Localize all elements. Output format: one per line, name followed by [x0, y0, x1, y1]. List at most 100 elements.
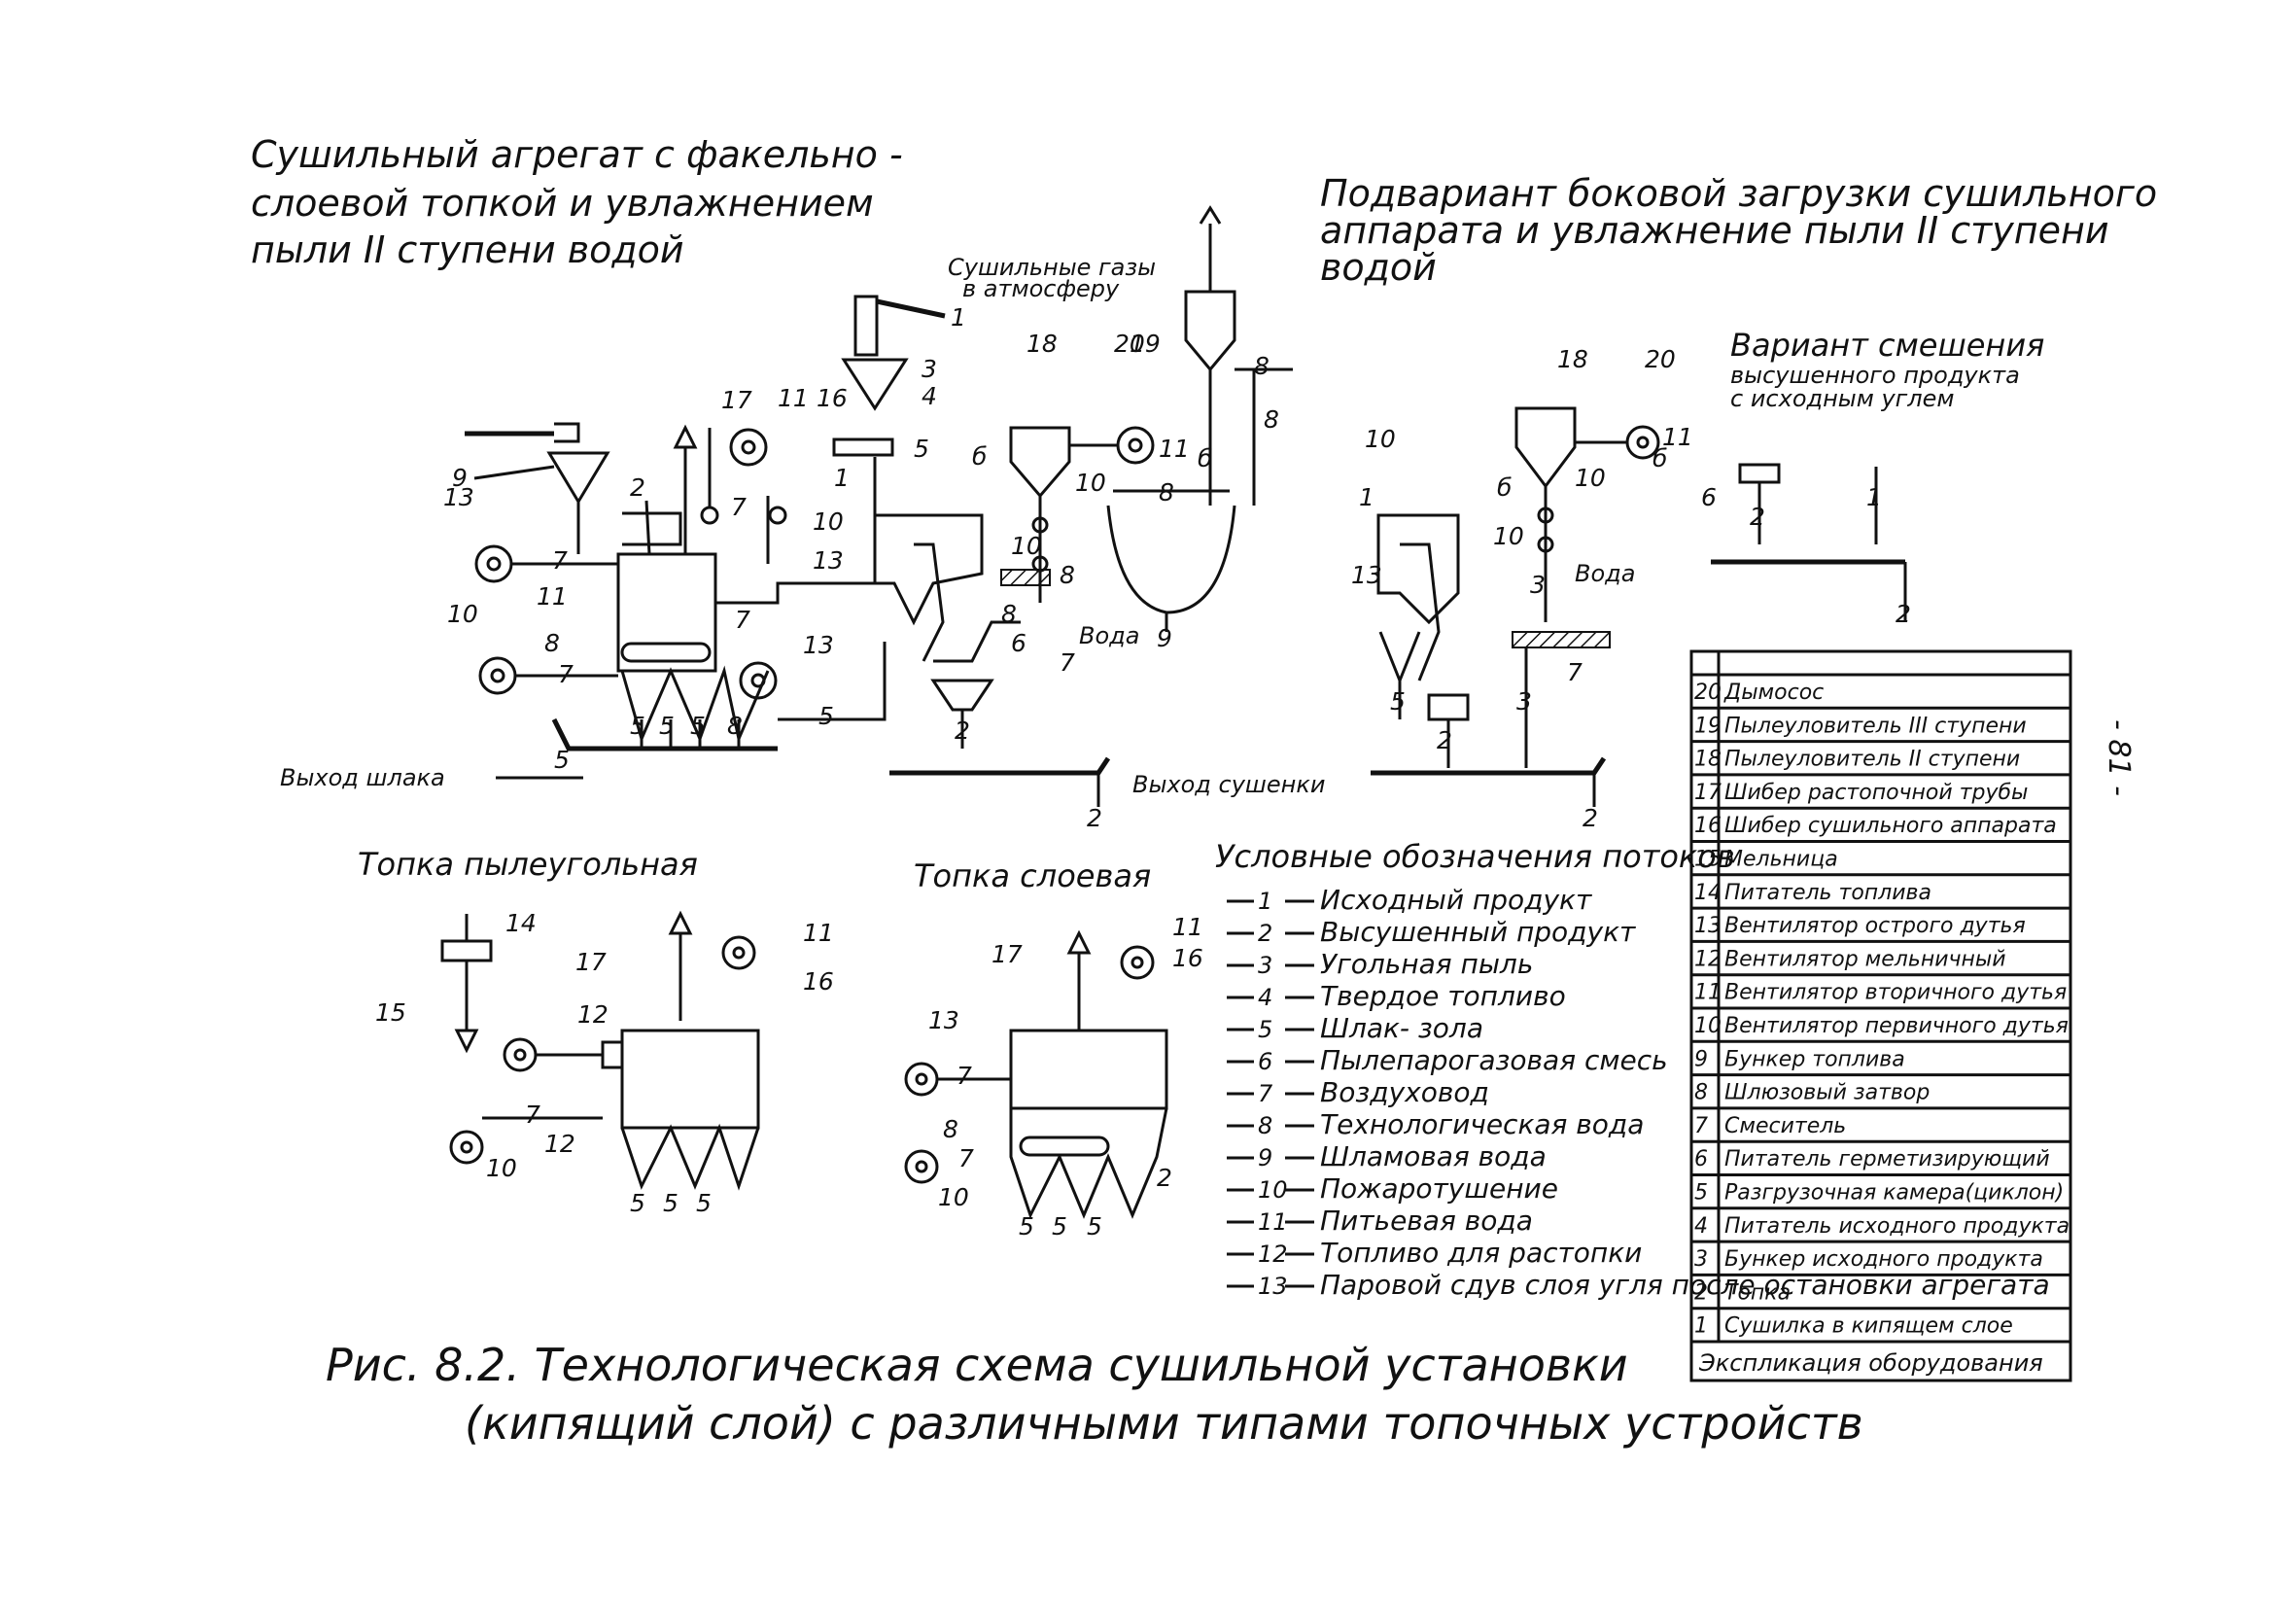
- svg-text:11: 11: [778, 384, 809, 412]
- svg-text:Подвариант боковой загрузки су: Подвариант боковой загрузки сушильного: [1320, 172, 2157, 215]
- equipment-name: Вентилятор вторичного дутья: [1724, 981, 2067, 1005]
- legend-code: 8: [1258, 1112, 1272, 1139]
- svg-text:(кипящий слой) с различными ти: (кипящий слой) с различными типами топоч…: [465, 1397, 1863, 1450]
- svg-text:11: 11: [1662, 423, 1693, 451]
- svg-text:13: 13: [813, 546, 844, 575]
- svg-text:высушенного продукта: высушенного продукта: [1730, 362, 2020, 389]
- legend-label: Пылепарогазовая смесь: [1320, 1044, 1668, 1076]
- svg-text:8: 8: [544, 629, 560, 657]
- svg-text:17: 17: [721, 386, 752, 414]
- fuel-bunker-9: [546, 451, 610, 505]
- svg-text:5: 5: [663, 1189, 678, 1217]
- svg-text:10: 10: [813, 507, 844, 536]
- svg-text:2: 2: [1157, 1164, 1172, 1192]
- pulverized-furnace-body: [620, 1029, 760, 1130]
- svg-text:10: 10: [1011, 532, 1042, 560]
- svg-text:2: 2: [630, 473, 645, 502]
- equipment-name: Сушилка в кипящем слое: [1724, 1314, 2013, 1339]
- svg-text:7: 7: [735, 606, 750, 634]
- page-number: - 81 -: [2102, 719, 2136, 796]
- svg-text:11: 11: [1172, 913, 1203, 941]
- legend-code: 6: [1258, 1048, 1272, 1075]
- equipment-name: Шибер растопочной трубы: [1724, 781, 2028, 805]
- fluidized-bed-dryer-1: [873, 513, 984, 626]
- legend-title: Условные обозначения потоков: [1215, 838, 1735, 875]
- svg-text:15: 15: [375, 998, 406, 1027]
- equipment-name: Разгрузочная камера(циклон): [1724, 1181, 2064, 1206]
- svg-text:11: 11: [1159, 435, 1190, 463]
- equipment-row: 8 Шлюзовый затвор: [1691, 1081, 2070, 1110]
- svg-text:Сушильный агрегат с факельно -: Сушильный агрегат с факельно -: [251, 133, 903, 176]
- svg-text:Вода: Вода: [1079, 622, 1139, 649]
- legend-label: Угольная пыль: [1320, 948, 1533, 980]
- svg-text:8: 8: [1060, 561, 1075, 589]
- svg-text:10: 10: [1365, 425, 1396, 453]
- legend-code: 11: [1258, 1208, 1288, 1236]
- equipment-number: 8: [1694, 1081, 1708, 1105]
- svg-text:11: 11: [803, 919, 834, 947]
- svg-text:10: 10: [447, 600, 478, 628]
- svg-text:8: 8: [727, 712, 743, 740]
- layer-furnace-title: Топка слоевая: [914, 857, 1151, 894]
- equipment-name: Дымосос: [1723, 681, 1824, 705]
- equipment-number: 5: [1694, 1181, 1708, 1206]
- equipment-name: Пылеуловитель III ступени: [1724, 714, 2027, 738]
- equipment-number: 17: [1694, 781, 1722, 805]
- svg-text:20: 20: [1114, 330, 1145, 358]
- svg-text:2: 2: [1437, 726, 1452, 754]
- svg-text:5: 5: [818, 702, 834, 730]
- svg-text:5: 5: [1019, 1212, 1034, 1241]
- layer-furnace-body: [1009, 1029, 1168, 1110]
- equipment-number: 3: [1694, 1247, 1708, 1272]
- svg-text:7: 7: [525, 1101, 540, 1129]
- svg-text:8: 8: [1254, 352, 1270, 380]
- main-scheme: 9 2 17 11 16 7 13 7 10 7 11 8: [280, 205, 1325, 832]
- svg-text:6: 6: [1701, 483, 1717, 511]
- svg-text:б: б: [1497, 473, 1512, 502]
- svg-text:3: 3: [922, 355, 937, 383]
- svg-text:18: 18: [1026, 330, 1058, 358]
- equipment-name: Топка: [1724, 1280, 1791, 1305]
- equipment-name: Пылеуловитель II ступени: [1724, 748, 2020, 772]
- equipment-name: Вентилятор первичного дутья: [1724, 1014, 2069, 1038]
- svg-text:8: 8: [1264, 405, 1279, 434]
- equipment-name: Бункер исходного продукта: [1724, 1247, 2043, 1272]
- mixer-7: [1000, 569, 1051, 586]
- equipment-name: Шлюзовый затвор: [1724, 1081, 1930, 1105]
- svg-text:9: 9: [452, 464, 468, 492]
- svg-text:Вода: Вода: [1575, 560, 1635, 587]
- furnace-body: [616, 552, 717, 673]
- svg-text:13: 13: [928, 1006, 959, 1034]
- svg-text:аппарата и увлажнение пыли II: аппарата и увлажнение пыли II ступени: [1320, 209, 2109, 252]
- svg-text:водой: водой: [1320, 246, 1437, 289]
- svg-text:17: 17: [991, 940, 1023, 968]
- pulverized-furnace-scheme: 14 15 12 5 5 5 17 11 16 10 7 12: [375, 909, 834, 1217]
- legend-code: 9: [1258, 1144, 1272, 1171]
- svg-text:7: 7: [958, 1144, 974, 1172]
- legend-label: Топливо для растопки: [1320, 1237, 1642, 1269]
- exhaust-gases-label: Сушильные газы: [948, 254, 1156, 281]
- svg-text:7: 7: [1060, 648, 1075, 677]
- legend-code: 10: [1258, 1176, 1288, 1204]
- equipment-number: 6: [1694, 1147, 1708, 1171]
- sealing-feeder-6: [930, 679, 994, 712]
- equipment-row: 3 Бункер исходного продукта: [1691, 1247, 2070, 1276]
- svg-text:8: 8: [1001, 600, 1017, 628]
- svg-text:4: 4: [922, 382, 937, 410]
- svg-text:13: 13: [1351, 561, 1382, 589]
- dryer-exit-label: Выход сушенки: [1132, 771, 1325, 798]
- mixing-variant-title: Вариант смешения высушенного продукта с …: [1730, 327, 2044, 412]
- svg-text:б: б: [1198, 444, 1212, 472]
- svg-text:б: б: [1652, 444, 1667, 472]
- legend-code: 1: [1258, 888, 1272, 915]
